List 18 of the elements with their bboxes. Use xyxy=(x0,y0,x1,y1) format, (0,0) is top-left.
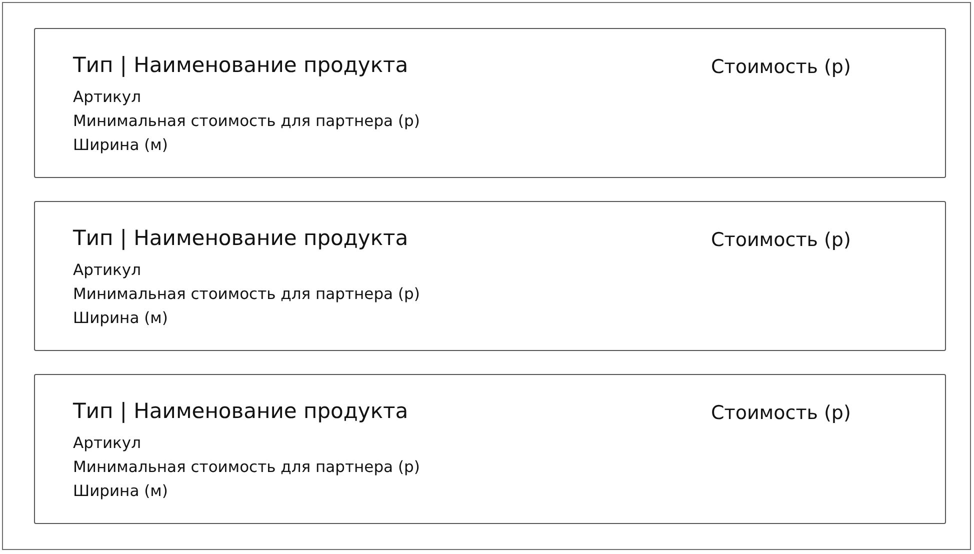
article-text: Артикул xyxy=(73,87,141,108)
article-text: Артикул xyxy=(73,260,141,281)
product-title: Тип | Наименование продукта xyxy=(73,398,408,424)
price-text: Стоимость (р) xyxy=(711,401,851,425)
width-text: Ширина (м) xyxy=(73,481,168,502)
product-title: Тип | Наименование продукта xyxy=(73,52,408,78)
min-price-text: Минимальная стоимость для партнера (р) xyxy=(73,111,420,132)
product-card xyxy=(34,28,946,178)
price-text: Стоимость (р) xyxy=(711,228,851,252)
min-price-text: Минимальная стоимость для партнера (р) xyxy=(73,457,420,478)
article-text: Артикул xyxy=(73,433,141,454)
min-price-text: Минимальная стоимость для партнера (р) xyxy=(73,284,420,305)
width-text: Ширина (м) xyxy=(73,308,168,329)
price-text: Стоимость (р) xyxy=(711,55,851,79)
product-card xyxy=(34,374,946,524)
product-card xyxy=(34,201,946,351)
product-title: Тип | Наименование продукта xyxy=(73,225,408,251)
width-text: Ширина (м) xyxy=(73,135,168,156)
